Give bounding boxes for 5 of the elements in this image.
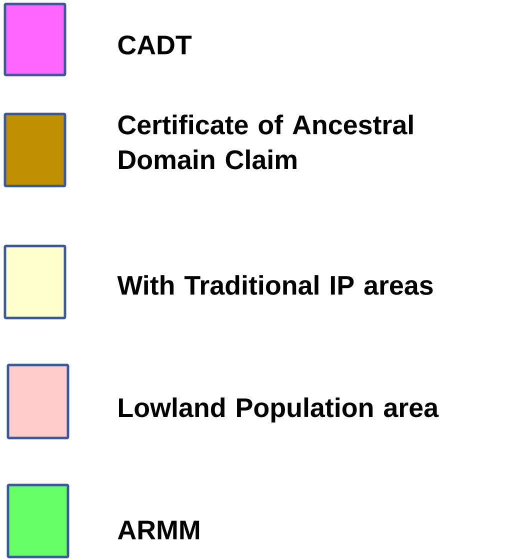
legend-label: ARMM [118,520,200,540]
legend-label: Lowland Population area [119,397,439,423]
legend-label: CADT [118,35,192,55]
legend-label: Certificate of Ancestral Domain Claim [118,114,413,170]
legend-label: With Traditional IP areas [117,275,433,295]
